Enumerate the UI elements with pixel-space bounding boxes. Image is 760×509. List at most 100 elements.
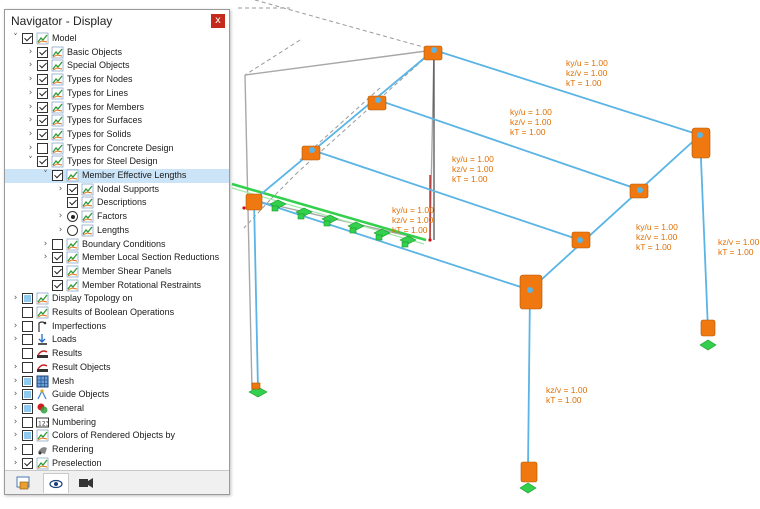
chevron-right-icon[interactable]: › <box>28 87 33 98</box>
chevron-down-icon[interactable]: ˅ <box>28 156 33 167</box>
checkbox[interactable] <box>37 46 48 58</box>
close-button[interactable]: x <box>211 14 225 28</box>
checkbox[interactable] <box>22 293 33 305</box>
tree-item-boundary-conditions[interactable]: ›Boundary Conditions <box>5 238 229 252</box>
checkbox[interactable] <box>22 430 33 442</box>
checkbox[interactable] <box>22 320 33 332</box>
tree-item-display-topology-on[interactable]: ›Display Topology on <box>5 292 229 306</box>
chevron-right-icon[interactable]: › <box>28 60 33 71</box>
tree-item-mesh[interactable]: ›Mesh <box>5 375 229 389</box>
tree-item-types-for-lines[interactable]: ›Types for Lines <box>5 87 229 101</box>
tree-item-results[interactable]: Results <box>5 347 229 361</box>
tree-item-descriptions[interactable]: Descriptions <box>5 196 229 210</box>
chevron-right-icon[interactable]: › <box>28 142 33 153</box>
tree-item-loads[interactable]: ›Loads <box>5 333 229 347</box>
chevron-right-icon[interactable]: › <box>28 46 33 57</box>
tree-item-nodal-supports[interactable]: ›Nodal Supports <box>5 183 229 197</box>
chevron-right-icon[interactable]: › <box>13 416 18 427</box>
navigator-title: Navigator - Display <box>11 14 113 28</box>
checkbox[interactable] <box>67 197 78 209</box>
tree-item-types-for-steel-design[interactable]: ˅Types for Steel Design <box>5 155 229 169</box>
views-tab[interactable] <box>73 473 99 493</box>
tree-item-result-objects[interactable]: ›Result Objects <box>5 361 229 375</box>
tree-item-basic-objects[interactable]: ›Basic Objects <box>5 46 229 60</box>
chevron-right-icon[interactable]: › <box>13 457 18 468</box>
tree-item-types-for-solids[interactable]: ›Types for Solids <box>5 128 229 142</box>
checkbox[interactable] <box>22 348 33 360</box>
tree-item-imperfections[interactable]: ›Imperfections <box>5 320 229 334</box>
display-tab[interactable] <box>43 473 69 493</box>
tree-item-types-for-nodes[interactable]: ›Types for Nodes <box>5 73 229 87</box>
tree-item-preselection[interactable]: ›Preselection <box>5 457 229 471</box>
chevron-right-icon[interactable]: › <box>13 444 18 454</box>
chevron-right-icon[interactable]: › <box>28 115 33 126</box>
checkbox[interactable] <box>37 87 48 99</box>
checkbox[interactable] <box>22 307 33 318</box>
tree-item-guide-objects[interactable]: ›Guide Objects <box>5 388 229 402</box>
checkbox[interactable] <box>22 375 33 387</box>
chevron-right-icon[interactable]: › <box>13 389 18 400</box>
chevron-right-icon[interactable]: › <box>13 334 18 345</box>
chevron-right-icon[interactable]: › <box>13 375 18 386</box>
tree-item-member-rotational-restraints[interactable]: Member Rotational Restraints <box>5 279 229 293</box>
chevron-right-icon[interactable]: › <box>58 224 63 235</box>
chevron-right-icon[interactable]: › <box>58 211 63 222</box>
radio-button[interactable] <box>67 224 78 236</box>
checkbox[interactable] <box>22 416 33 428</box>
checkbox[interactable] <box>67 183 78 195</box>
checkbox[interactable] <box>22 33 33 44</box>
checkbox[interactable] <box>52 265 63 277</box>
checkbox[interactable] <box>52 252 63 264</box>
tree-item-colors-of-rendered-objects-by[interactable]: ›Colors of Rendered Objects by <box>5 429 229 443</box>
checkbox[interactable] <box>22 334 33 346</box>
chevron-right-icon[interactable]: › <box>13 293 18 304</box>
chevron-right-icon[interactable]: › <box>58 183 63 194</box>
chevron-right-icon[interactable]: › <box>43 238 48 249</box>
checkbox[interactable] <box>22 444 33 455</box>
checkbox[interactable] <box>52 238 63 250</box>
tree-item-member-shear-panels[interactable]: Member Shear Panels <box>5 265 229 279</box>
tree-item-types-for-concrete-design[interactable]: ›Types for Concrete Design <box>5 142 229 156</box>
effective-length-factor-label: kT = 1.00 <box>452 174 488 184</box>
radio-button[interactable] <box>67 211 78 223</box>
checkbox[interactable] <box>22 389 33 401</box>
tree-item-results-of-boolean-operations[interactable]: Results of Boolean Operations <box>5 306 229 320</box>
checkbox[interactable] <box>37 156 48 168</box>
chevron-right-icon[interactable]: › <box>13 361 18 372</box>
data-tab[interactable] <box>11 473 37 493</box>
checkbox[interactable] <box>37 115 48 127</box>
checkbox[interactable] <box>37 142 48 154</box>
tree-item-special-objects[interactable]: ›Special Objects <box>5 59 229 73</box>
tree-item-general[interactable]: ›General <box>5 402 229 416</box>
chevron-right-icon[interactable]: › <box>28 74 33 85</box>
tree-item-rendering[interactable]: ›Rendering <box>5 443 229 457</box>
tree-item-factors[interactable]: ›Factors <box>5 210 229 224</box>
tree-item-member-effective-lengths[interactable]: ˅Member Effective Lengths <box>5 169 229 183</box>
tree-item-types-for-surfaces[interactable]: ›Types for Surfaces <box>5 114 229 128</box>
checkbox[interactable] <box>37 74 48 86</box>
chevron-right-icon[interactable]: › <box>13 430 18 441</box>
checkbox[interactable] <box>22 402 33 414</box>
tree-item-lengths[interactable]: ›Lengths <box>5 224 229 238</box>
chevron-right-icon[interactable]: › <box>28 128 33 139</box>
checkbox[interactable] <box>37 60 48 72</box>
checkbox[interactable] <box>22 361 33 373</box>
tree-item-model[interactable]: ˅Model <box>5 32 229 46</box>
checkbox[interactable] <box>52 170 63 181</box>
tree-item-member-local-section-reductions[interactable]: ›Member Local Section Reductions <box>5 251 229 265</box>
chevron-right-icon[interactable]: › <box>28 101 33 112</box>
chevron-down-icon[interactable]: ˅ <box>43 170 48 180</box>
chevron-right-icon[interactable]: › <box>43 252 48 263</box>
checkbox[interactable] <box>37 128 48 140</box>
mesh-icon <box>36 375 49 388</box>
chevron-right-icon[interactable]: › <box>13 320 18 331</box>
chevron-right-icon[interactable]: › <box>13 402 18 413</box>
checkbox[interactable] <box>52 279 63 291</box>
checkbox[interactable] <box>22 457 33 469</box>
chevron-down-icon[interactable]: ˅ <box>13 33 18 43</box>
tree-item-types-for-members[interactable]: ›Types for Members <box>5 101 229 115</box>
checkbox[interactable] <box>37 101 48 113</box>
